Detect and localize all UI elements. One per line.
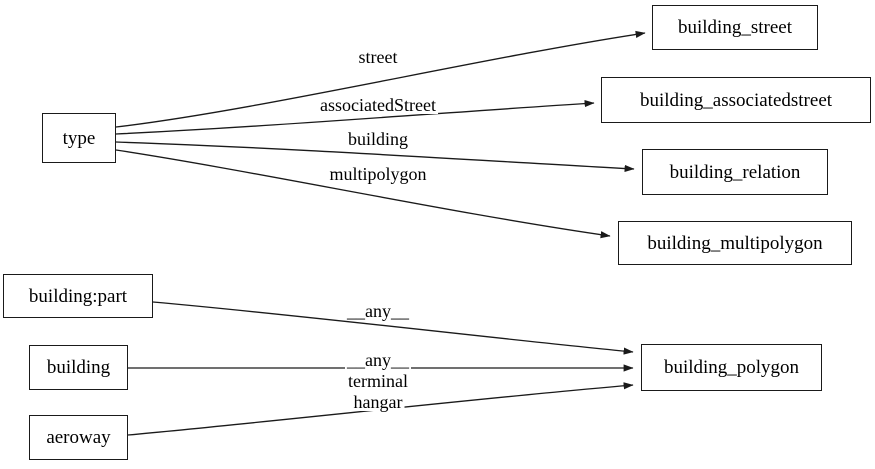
edge-label-hangar: hangar bbox=[351, 392, 405, 412]
edge-label-terminal: terminal bbox=[346, 371, 410, 391]
graph-edge bbox=[115, 99, 595, 135]
node-building-street[interactable]: building_street bbox=[652, 5, 818, 50]
edge-label-multipolygon: multipolygon bbox=[327, 164, 429, 184]
node-building-part[interactable]: building:part bbox=[3, 274, 153, 318]
graph-edge bbox=[115, 149, 611, 239]
node-label: aeroway bbox=[46, 427, 111, 448]
node-label: building_multipolygon bbox=[647, 232, 823, 254]
node-building-polygon[interactable]: building_polygon bbox=[641, 344, 822, 391]
graph-edge bbox=[115, 30, 646, 128]
graph-edge bbox=[152, 301, 634, 355]
node-building[interactable]: building bbox=[29, 345, 128, 390]
edge-label-any-building: __any__ bbox=[345, 350, 411, 370]
graph-edge bbox=[115, 141, 635, 173]
node-label: building:part bbox=[28, 285, 128, 307]
node-aeroway[interactable]: aeroway bbox=[29, 415, 128, 460]
node-label: building_associatedstreet bbox=[639, 89, 833, 111]
node-building-relation[interactable]: building_relation bbox=[642, 149, 828, 195]
node-label: type bbox=[62, 127, 96, 149]
edge-label-any-part: __any__ bbox=[345, 301, 411, 321]
node-label: building bbox=[46, 357, 111, 378]
node-building-associatedstreet[interactable]: building_associatedstreet bbox=[601, 77, 871, 123]
node-label: building_polygon bbox=[663, 357, 800, 378]
node-type[interactable]: type bbox=[42, 113, 116, 163]
node-building-multipolygon[interactable]: building_multipolygon bbox=[618, 221, 852, 265]
node-label: building_relation bbox=[669, 161, 801, 183]
edge-label-building: building bbox=[345, 129, 411, 149]
edge-label-associatedstreet: associatedStreet bbox=[318, 95, 438, 115]
edge-label-street: street bbox=[356, 47, 400, 67]
node-label: building_street bbox=[678, 17, 792, 38]
